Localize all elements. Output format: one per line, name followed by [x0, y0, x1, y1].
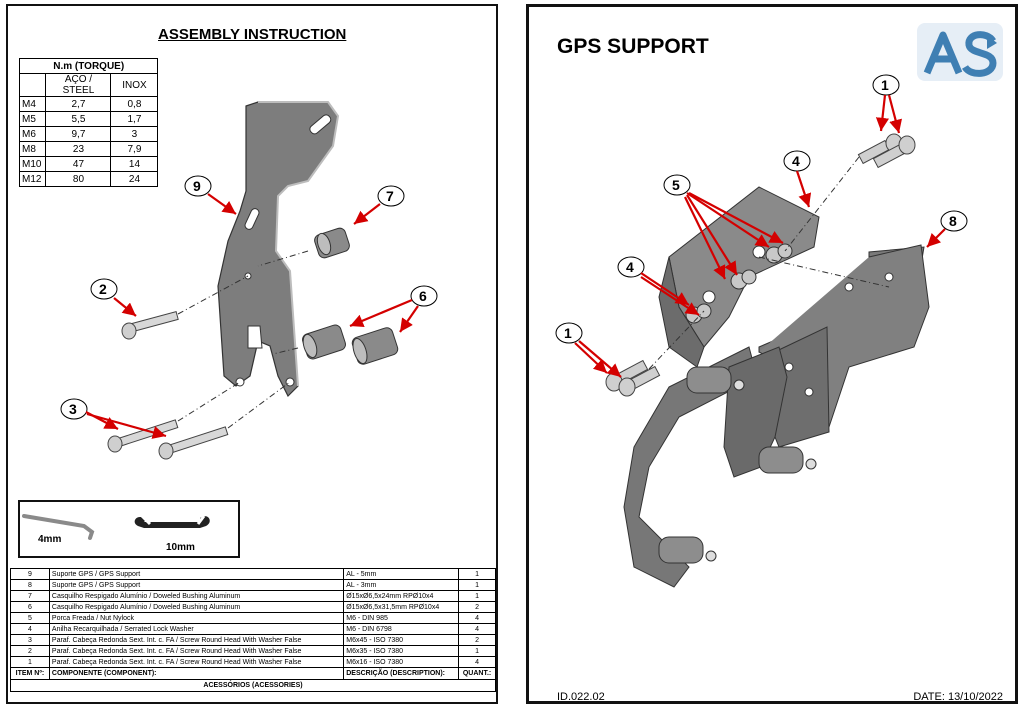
tools-illustration	[22, 514, 210, 540]
svg-text:2: 2	[99, 281, 107, 297]
callout-2: 2	[90, 278, 137, 317]
svg-text:6: 6	[419, 288, 427, 304]
allen-key-icon	[22, 514, 95, 540]
svg-text:4: 4	[626, 259, 634, 275]
as-logo-icon	[917, 23, 1003, 81]
svg-text:9: 9	[193, 178, 201, 194]
svg-text:5: 5	[672, 177, 680, 193]
wrench-size-label: 10mm	[166, 542, 195, 553]
svg-text:1: 1	[564, 325, 572, 341]
bom-header-row: ITEM Nº: COMPONENTE (COMPONENT): DESCRIÇ…	[10, 667, 496, 680]
svg-text:4: 4	[792, 153, 800, 169]
svg-text:7: 7	[386, 188, 394, 204]
screw-part-2	[121, 311, 179, 340]
callout-1-bottom: 1	[555, 322, 622, 378]
svg-text:3: 3	[69, 401, 77, 417]
bracket-part-8	[758, 244, 930, 448]
bracket-part-9-assembled	[623, 346, 817, 588]
page-title: GPS SUPPORT	[557, 35, 709, 58]
document-date: DATE: 13/10/2022	[913, 691, 1003, 703]
bushing-part-6b	[351, 327, 399, 365]
tools-box: 4mm 10mm	[18, 500, 240, 558]
screw-part-1-top	[857, 133, 916, 169]
svg-text:8: 8	[949, 213, 957, 229]
allen-key-size-label: 4mm	[38, 534, 62, 545]
callout-4-top: 4	[783, 150, 812, 208]
callout-4-left: 4	[617, 256, 700, 316]
callout-5: 5	[663, 174, 784, 280]
document-id: ID.022.02	[557, 691, 605, 703]
callout-9: 9	[184, 175, 237, 215]
callout-8: 8	[926, 210, 968, 248]
screw-part-3b	[158, 426, 229, 460]
callout-6: 6	[349, 285, 438, 333]
exploded-view-bracket: 9 7 2 6 3	[60, 101, 438, 460]
bushing-part-6a	[302, 324, 346, 360]
callout-1-top: 1	[872, 74, 903, 134]
gps-support-panel: GPS SUPPORT	[526, 4, 1018, 704]
torque-table-title: N.m (TORQUE)	[18, 58, 159, 74]
wrench-icon	[134, 514, 210, 528]
callout-3: 3	[60, 398, 167, 439]
callout-7: 7	[353, 185, 405, 225]
assembly-title: ASSEMBLY INSTRUCTION	[158, 26, 347, 43]
bushing-part-7	[314, 227, 350, 259]
assembly-instruction-panel: ASSEMBLY INSTRUCTION N.m (TORQUE) AÇO / …	[6, 4, 498, 704]
svg-text:1: 1	[881, 77, 889, 93]
bom-footer-row: ACESSÓRIOS (ACESSORIES)	[10, 679, 496, 692]
exploded-view-gps-support: 1 4 5 8 4 1	[555, 74, 968, 588]
